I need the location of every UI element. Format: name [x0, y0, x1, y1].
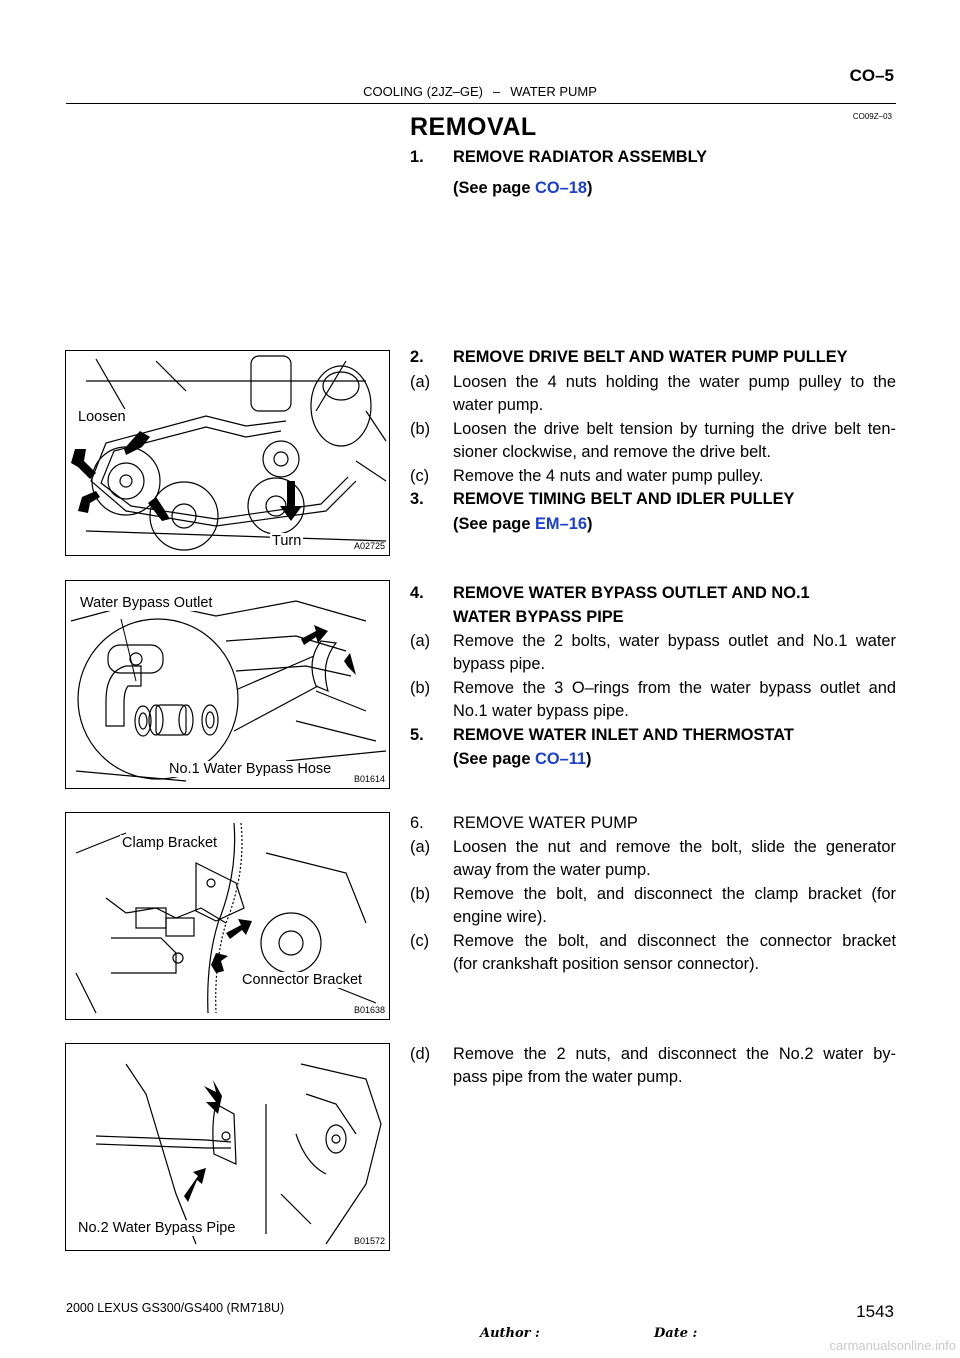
header-separator: – — [493, 84, 501, 99]
label-no1-water-bypass-hose: No.1 Water Bypass Hose — [167, 761, 334, 777]
figure-code: B01638 — [353, 1005, 385, 1015]
page-code: CO–5 — [849, 66, 894, 85]
step-text: REMOVE WATER INLET AND THERMOSTAT — [453, 726, 794, 744]
substep-text: No.1 water bypass pipe. — [453, 702, 629, 720]
substep-number: (c) — [410, 932, 430, 950]
label-no2-water-bypass-pipe: No.2 Water Bypass Pipe — [76, 1220, 238, 1236]
substep-text: Remove the bolt, and disconnect the clam… — [453, 885, 896, 903]
substep-text: Remove the 3 O–rings from the water bypa… — [453, 679, 896, 697]
substep-text: away from the water pump. — [453, 861, 651, 879]
drive-belt-illustration — [71, 355, 387, 551]
label-clamp-bracket: Clamp Bracket — [120, 835, 220, 851]
figure-drive-belt-pulley: Loosen Turn A02725 — [65, 350, 390, 556]
step-number: 6. — [410, 814, 424, 832]
see-suffix: ) — [586, 515, 593, 533]
link-em-16[interactable]: EM–16 — [535, 515, 587, 533]
substep-text: Remove the 4 nuts and water pump pulley. — [453, 467, 764, 485]
see-prefix: (See page — [453, 515, 535, 533]
substep-number: (b) — [410, 420, 431, 438]
substep-number: (d) — [410, 1045, 431, 1063]
substep-text: Remove the 2 nuts, and disconnect the No… — [453, 1045, 896, 1063]
substep-text: pass pipe from the water pump. — [453, 1068, 683, 1086]
see-prefix: (See page — [453, 750, 535, 768]
figure-code: B01614 — [353, 774, 385, 784]
step-text: REMOVE RADIATOR ASSEMBLY — [453, 148, 708, 166]
date-label: Date : — [654, 1326, 698, 1341]
running-header: COOLING (2JZ–GE)–WATER PUMP — [0, 84, 960, 99]
substep-text: engine wire). — [453, 908, 547, 926]
step-text: REMOVE WATER PUMP — [453, 814, 638, 832]
substep-number: (a) — [410, 373, 431, 391]
arrow-icons — [184, 1080, 222, 1202]
arrow-icons — [301, 625, 356, 675]
link-co-11[interactable]: CO–11 — [535, 750, 587, 768]
step-text: REMOVE WATER BYPASS OUTLET AND NO.1 — [453, 584, 810, 602]
substep-number: (a) — [410, 838, 431, 856]
header-section: COOLING (2JZ–GE) — [363, 84, 483, 99]
substep-text: water pump. — [453, 396, 544, 414]
figure-code: A02725 — [353, 541, 385, 551]
substep-text: Loosen the 4 nuts holding the water pump… — [453, 373, 896, 391]
page-title: REMOVAL — [410, 113, 537, 141]
substep-text: Remove the bolt, and disconnect the conn… — [453, 932, 896, 950]
footer-model: 2000 LEXUS GS300/GS400 (RM718U) — [66, 1301, 285, 1315]
header-rule — [66, 103, 896, 104]
substep-number: (b) — [410, 885, 431, 903]
label-loosen: Loosen — [76, 409, 128, 425]
substep-text: (for crankshaft position sensor connecto… — [453, 955, 760, 973]
step-number: 1. — [410, 148, 424, 166]
page-number: 1543 — [856, 1302, 894, 1321]
bypass-pipe-illustration — [95, 1063, 382, 1245]
step-text: WATER BYPASS PIPE — [453, 608, 624, 626]
water-bypass-illustration — [70, 600, 387, 782]
substep-text: bypass pipe. — [453, 655, 546, 673]
see-suffix: ) — [586, 179, 593, 197]
figure-no2-water-bypass-pipe: No.2 Water Bypass Pipe B01572 — [65, 1043, 390, 1251]
step-number: 4. — [410, 584, 424, 602]
substep-text: sioner clockwise, and remove the drive b… — [453, 443, 771, 461]
arrow-icons — [71, 431, 302, 521]
substep-text: Loosen the nut and remove the bolt, slid… — [453, 838, 896, 856]
substep-number: (a) — [410, 632, 431, 650]
label-water-bypass-outlet: Water Bypass Outlet — [78, 595, 215, 611]
see-prefix: (See page — [453, 179, 535, 197]
arrow-icons — [211, 919, 252, 973]
figure-code: B01572 — [353, 1236, 385, 1246]
label-turn: Turn — [270, 533, 304, 549]
see-suffix: ) — [586, 750, 592, 768]
label-connector-bracket: Connector Bracket — [240, 972, 365, 988]
link-co-18[interactable]: CO–18 — [535, 179, 587, 197]
author-label: Author : — [480, 1326, 540, 1341]
step-number: 5. — [410, 726, 424, 744]
watermark: carmanualsonline.info — [829, 1338, 956, 1353]
substep-number: (c) — [410, 467, 430, 485]
bracket-illustration — [75, 822, 377, 1014]
step-text: REMOVE DRIVE BELT AND WATER PUMP PULLEY — [453, 348, 848, 366]
header-topic: WATER PUMP — [510, 84, 597, 99]
substep-text: Loosen the drive belt tension by turning… — [453, 420, 896, 438]
substep-number: (b) — [410, 679, 431, 697]
substep-text: Remove the 2 bolts, water bypass outlet … — [453, 632, 896, 650]
reference-code: CO09Z–03 — [852, 112, 892, 121]
step-text: REMOVE TIMING BELT AND IDLER PULLEY — [453, 490, 795, 508]
figure-water-bypass-outlet: Water Bypass Outlet No.1 Water Bypass Ho… — [65, 580, 390, 789]
step-number: 2. — [410, 348, 424, 366]
figure-clamp-connector-bracket: Clamp Bracket Connector Bracket B01638 — [65, 812, 390, 1020]
step-number: 3. — [410, 490, 424, 508]
